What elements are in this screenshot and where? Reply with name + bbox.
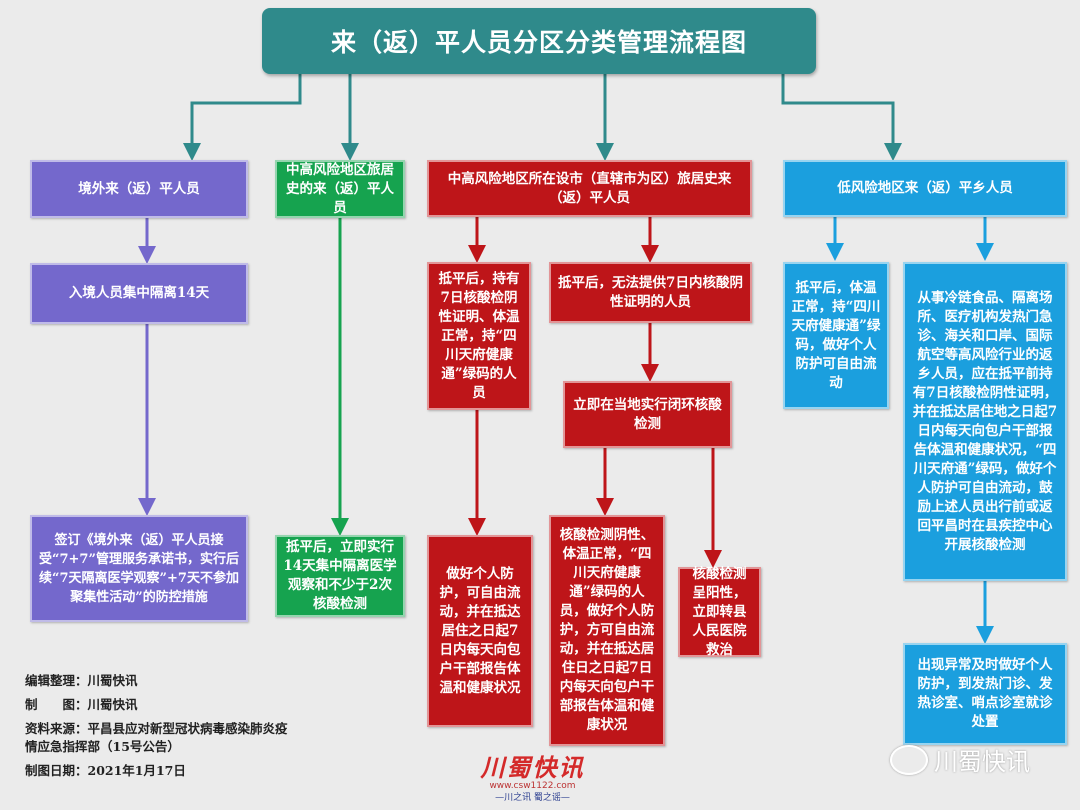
midhigh-header-box: 中高风险地区旅居史的来（返）平人员 <box>275 160 405 218</box>
city-with-cert-result-box: 做好个人防护，可自由流动，并在抵达居住之日起7日内每天向包户干部报告体温和健康状… <box>427 535 533 727</box>
arrow-title-overseas <box>183 74 302 161</box>
low-normal-box: 抵平后，体温正常，持“四川天府健康通”绿码，做好个人防护可自由流动 <box>783 262 889 409</box>
city-positive-box: 核酸检测呈阳性，立即转县人民医院救治 <box>678 566 761 658</box>
midhigh-quarantine-box: 抵平后，立即实行14天集中隔离医学观察和不少于2次核酸检测 <box>275 535 405 617</box>
low-abnormal-box: 出现异常及时做好个人防护，到发热门诊、发热诊室、哨点诊室就诊处置 <box>903 643 1067 745</box>
logo-slogan: —川之讯 蜀之谣— <box>495 793 570 803</box>
arrow-title-low <box>781 74 902 161</box>
wechat-icon <box>890 744 928 775</box>
city-no-cert-box: 抵平后，无法提供7日内核酸阴性证明的人员 <box>549 262 752 323</box>
credit-editor: 编辑整理：川蜀快讯 <box>25 673 138 688</box>
logo-name: 川蜀快讯 <box>480 753 585 782</box>
city-negative-box: 核酸检测阴性、体温正常，“四川天府健康通”绿码的人员，做好个人防护，方可自由流动… <box>549 515 665 746</box>
overseas-header-box: 境外来（返）平人员 <box>30 160 248 218</box>
overseas-commitment-box: 签订《境外来（返）平人员接受“7+7”管理服务承诺书，实行后续“7天隔离医学观察… <box>30 515 248 622</box>
page-title: 来（返）平人员分区分类管理流程图 <box>262 8 816 74</box>
city-header-box: 中高风险地区所在设市（直辖市为区）旅居史来（返）平人员 <box>427 160 752 217</box>
city-with-cert-box: 抵平后，持有7日核酸检阴性证明、体温正常，持“四川天府健康通”绿码的人员 <box>427 262 531 410</box>
credit-date: 制图日期：2021年1月17日 <box>25 763 186 778</box>
low-high-risk-jobs-box: 从事冷链食品、隔离场所、医疗机构发热门急诊、海关和口岸、国际航空等高风险行业的返… <box>903 262 1067 581</box>
overseas-quarantine-box: 入境人员集中隔离14天 <box>30 263 248 324</box>
watermark-text: 川蜀快讯 <box>934 748 1030 776</box>
credit-design: 制 图：川蜀快讯 <box>25 697 138 712</box>
city-test-box: 立即在当地实行闭环核酸检测 <box>563 381 732 448</box>
brand-logo: 川蜀快讯 www.csw1122.com —川之讯 蜀之谣— <box>470 755 595 804</box>
credit-source: 资料来源：平昌县应对新型冠状病毒感染肺炎疫情应急指挥部（15号公告） <box>25 721 288 754</box>
credits: 编辑整理：川蜀快讯 制 图：川蜀快讯 资料来源：平昌县应对新型冠状病毒感染肺炎疫… <box>25 672 290 786</box>
logo-url: www.csw1122.com <box>489 781 576 791</box>
low-header-box: 低风险地区来（返）平乡人员 <box>783 160 1067 217</box>
watermark: 川蜀快讯 <box>890 742 1030 777</box>
